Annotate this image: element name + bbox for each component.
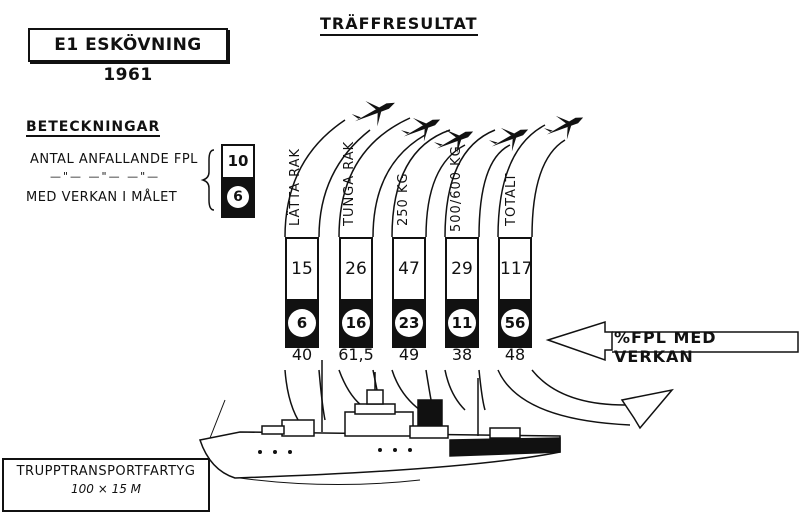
ship-size-label: 100 × 15 M xyxy=(70,482,142,496)
legend-example-attacking: 10 xyxy=(223,146,253,177)
ship-type-label: TRUPPTRANSPORTFARTYG xyxy=(16,464,196,479)
percent-arrow-icon xyxy=(545,320,613,362)
result-column: 26 16 xyxy=(339,237,373,348)
aircraft-icon xyxy=(543,115,584,140)
legend-attacking-label: ANTAL ANFALLANDE FPL xyxy=(30,152,198,167)
effect-count: 23 xyxy=(395,308,423,337)
legend-brace xyxy=(200,149,215,211)
effect-count: 11 xyxy=(448,308,476,337)
ship-icon xyxy=(199,360,561,486)
percent-value: 49 xyxy=(398,345,420,364)
result-column: 47 23 xyxy=(392,237,426,348)
category-label: 500/600 KG xyxy=(449,145,464,232)
result-column: 117 56 xyxy=(498,237,532,348)
legend-heading: BETECKNINGAR xyxy=(26,119,161,137)
attacking-count: 29 xyxy=(447,239,477,299)
aircraft-icon xyxy=(351,101,395,127)
attacking-count: 47 xyxy=(394,239,424,299)
category-label: 250 KG xyxy=(396,172,411,226)
exercise-title: E1 ESKÖVNING 1961 xyxy=(28,28,228,85)
page-title: TRÄFFRESULTAT xyxy=(320,14,478,36)
result-column: 29 11 xyxy=(445,237,479,348)
percent-value: 40 xyxy=(291,345,313,364)
aircraft-icon xyxy=(488,127,529,152)
effect-count: 56 xyxy=(501,308,529,337)
effect-count: 6 xyxy=(288,308,316,337)
attacking-count: 117 xyxy=(500,239,532,299)
percent-value: 61,5 xyxy=(338,345,374,364)
legend-effect-label: MED VERKAN I MÅLET xyxy=(26,190,178,205)
effect-count: 16 xyxy=(342,308,370,337)
legend-example-effect: 6 xyxy=(227,185,249,208)
arrowhead-total xyxy=(620,388,674,430)
attacking-count: 26 xyxy=(341,239,371,299)
attacking-count: 15 xyxy=(287,239,317,299)
trajectory-arcs xyxy=(284,117,631,431)
percent-value: 38 xyxy=(451,345,473,364)
legend-ditto-marks: —"— —"— —"— xyxy=(50,170,161,183)
legend-example-box: 10 6 xyxy=(221,144,255,218)
ship-label-box: TRUPPTRANSPORTFARTYG 100 × 15 M xyxy=(2,458,210,512)
aircraft-icons xyxy=(351,101,584,154)
result-column: 15 6 xyxy=(285,237,319,348)
aircraft-icon xyxy=(400,117,441,142)
category-label: TOTALT xyxy=(504,172,519,226)
percent-value: 48 xyxy=(504,345,526,364)
percent-label: %FPL MED VERKAN xyxy=(614,328,717,366)
category-label: LÄTTA RAK xyxy=(288,147,303,226)
category-label: TUNGA RAK xyxy=(342,140,357,226)
